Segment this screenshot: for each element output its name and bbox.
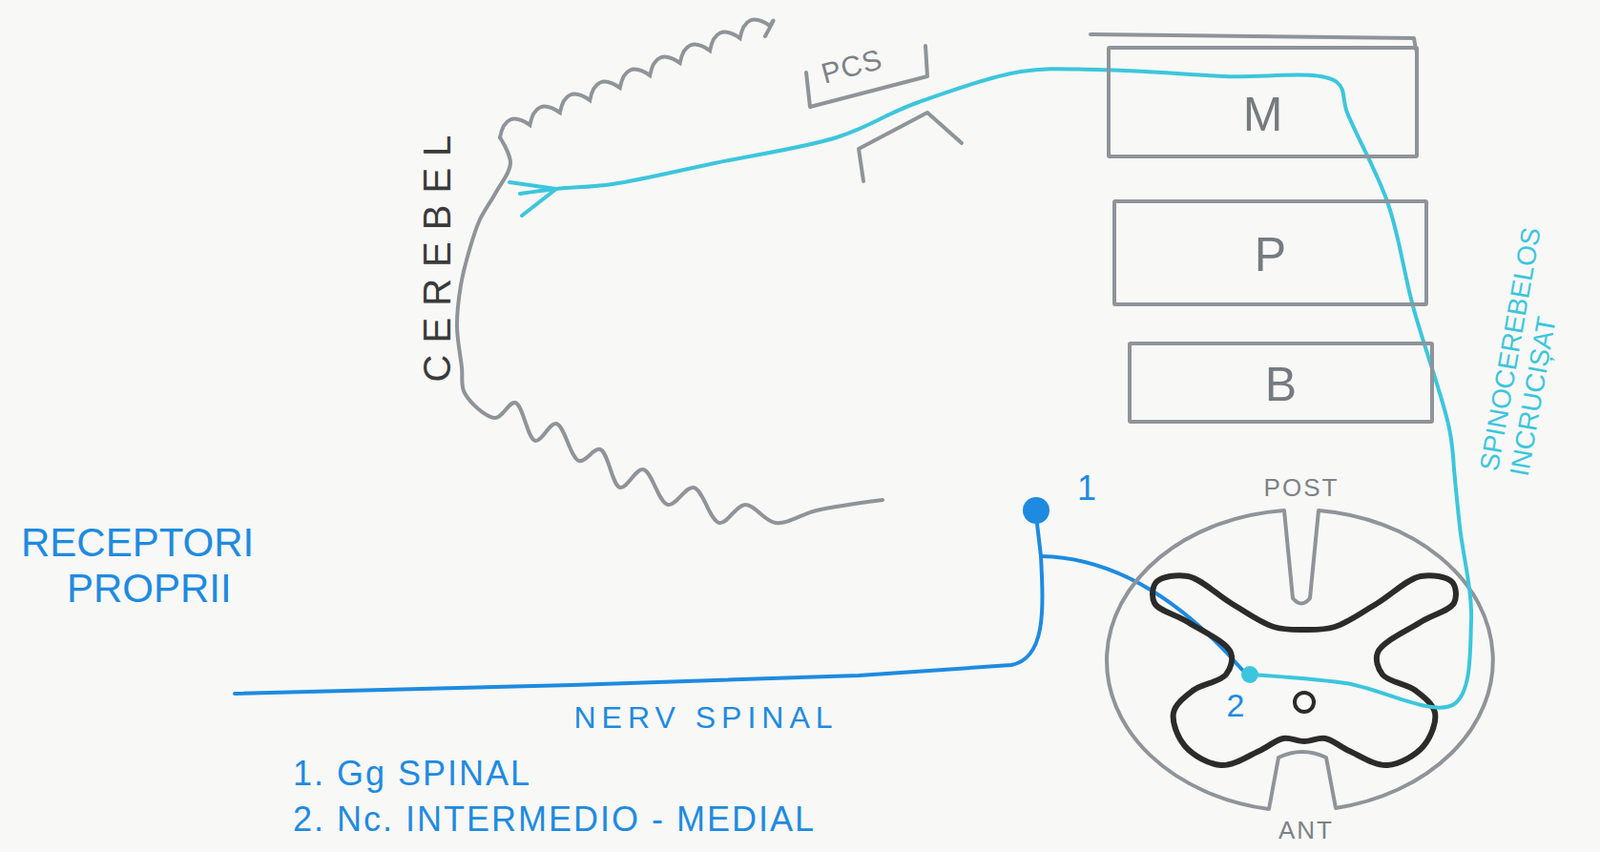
tract-origin [1249, 469, 1472, 708]
brainstem-box: B [1127, 341, 1434, 424]
tract-ending [519, 115, 888, 194]
organ-label: CEREBEL [415, 124, 458, 383]
key-entry: 1. Gg SPINAL [290, 753, 534, 793]
key-entry: 2. Nc. INTERMEDIO - MEDIAL [290, 799, 818, 839]
brainstem-box: P [1112, 199, 1429, 307]
box-letter: P [1254, 228, 1287, 282]
spinal-ganglion [1022, 497, 1050, 524]
orientation-label: POST [1264, 474, 1340, 502]
tract-branch [509, 182, 557, 216]
cord-contour [1106, 510, 1494, 810]
nerve-label: NERV SPINAL [571, 700, 840, 736]
spinal-cord-section: POST ANT [1097, 469, 1508, 850]
tract-label: SPINOCEREBELOS INCRUCIȘAT [1474, 215, 1580, 480]
spinocerebellar-tract [887, 68, 1455, 470]
central-canal [1294, 692, 1314, 712]
peripheral-nerve-fiber [234, 556, 1042, 694]
brainstem-box: M [1106, 45, 1419, 159]
orientation-label: ANT [1278, 816, 1334, 845]
callout-number: 2 [1225, 686, 1247, 725]
nucleus-dot [1241, 665, 1259, 684]
receptor-label: RECEPTORI PROPRII [20, 519, 308, 613]
spinal-cord-drawing [1097, 469, 1508, 850]
cerebellum-drawing [410, 0, 888, 535]
box-letter: B [1265, 357, 1297, 411]
cerebellum-outline: CEREBEL [410, 0, 888, 535]
structure-label: PCS [815, 41, 888, 91]
cerebellum-folia [499, 20, 774, 138]
grey-matter [1152, 575, 1456, 766]
box-letter: M [1243, 88, 1284, 142]
ganglion-stem [1037, 523, 1041, 557]
callout-number: 1 [1075, 468, 1099, 508]
